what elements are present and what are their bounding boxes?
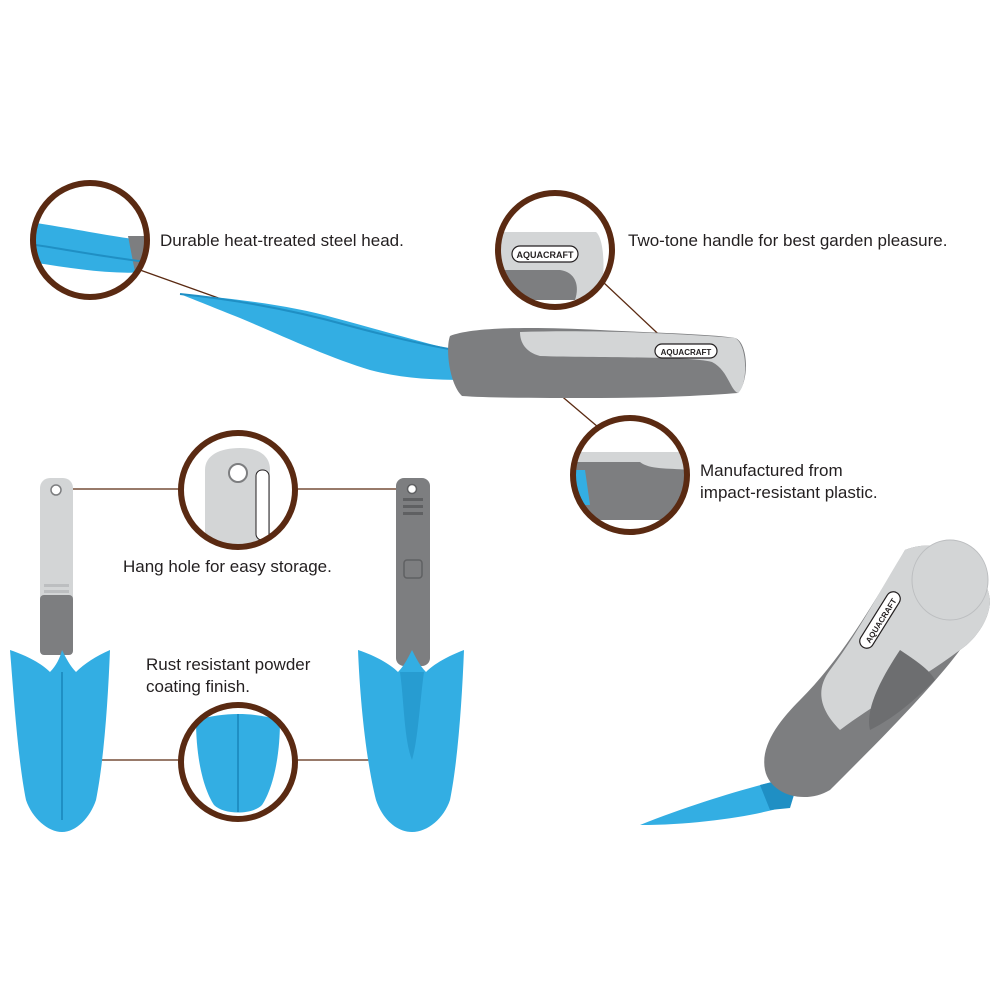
callout-plastic-zoom [570, 415, 690, 535]
callout-coating-zoom [178, 702, 298, 822]
callout-label-rust-line2: coating finish. [146, 677, 250, 696]
callout-label-rust: Rust resistant powder coating finish. [146, 654, 310, 698]
svg-text:AQUACRAFT: AQUACRAFT [517, 250, 574, 260]
trowel-front-view-icon [10, 478, 110, 832]
trowel-side-view-icon: AQUACRAFT [179, 293, 746, 398]
callout-label-plastic-line1: Manufactured from [700, 461, 843, 480]
callout-label-hang-hole: Hang hole for easy storage. [123, 557, 332, 576]
callout-hang-hole-zoom [178, 430, 298, 550]
callout-label-steel-head: Durable heat-treated steel head. [160, 231, 404, 250]
callout-steel-head-zoom [30, 180, 150, 300]
callout-two-tone-zoom: AQUACRAFT [495, 190, 615, 310]
callout-label-two-tone-handle: Two-tone handle for best garden pleasure… [628, 231, 948, 250]
trowel-angled-view-icon: AQUACRAFT [640, 539, 990, 825]
callout-label-plastic: Manufactured from impact-resistant plast… [700, 460, 878, 504]
callout-label-plastic-line2: impact-resistant plastic. [700, 483, 878, 502]
trowel-back-view-icon [358, 478, 464, 832]
callout-label-rust-line1: Rust resistant powder [146, 655, 311, 674]
svg-text:AQUACRAFT: AQUACRAFT [661, 348, 712, 357]
